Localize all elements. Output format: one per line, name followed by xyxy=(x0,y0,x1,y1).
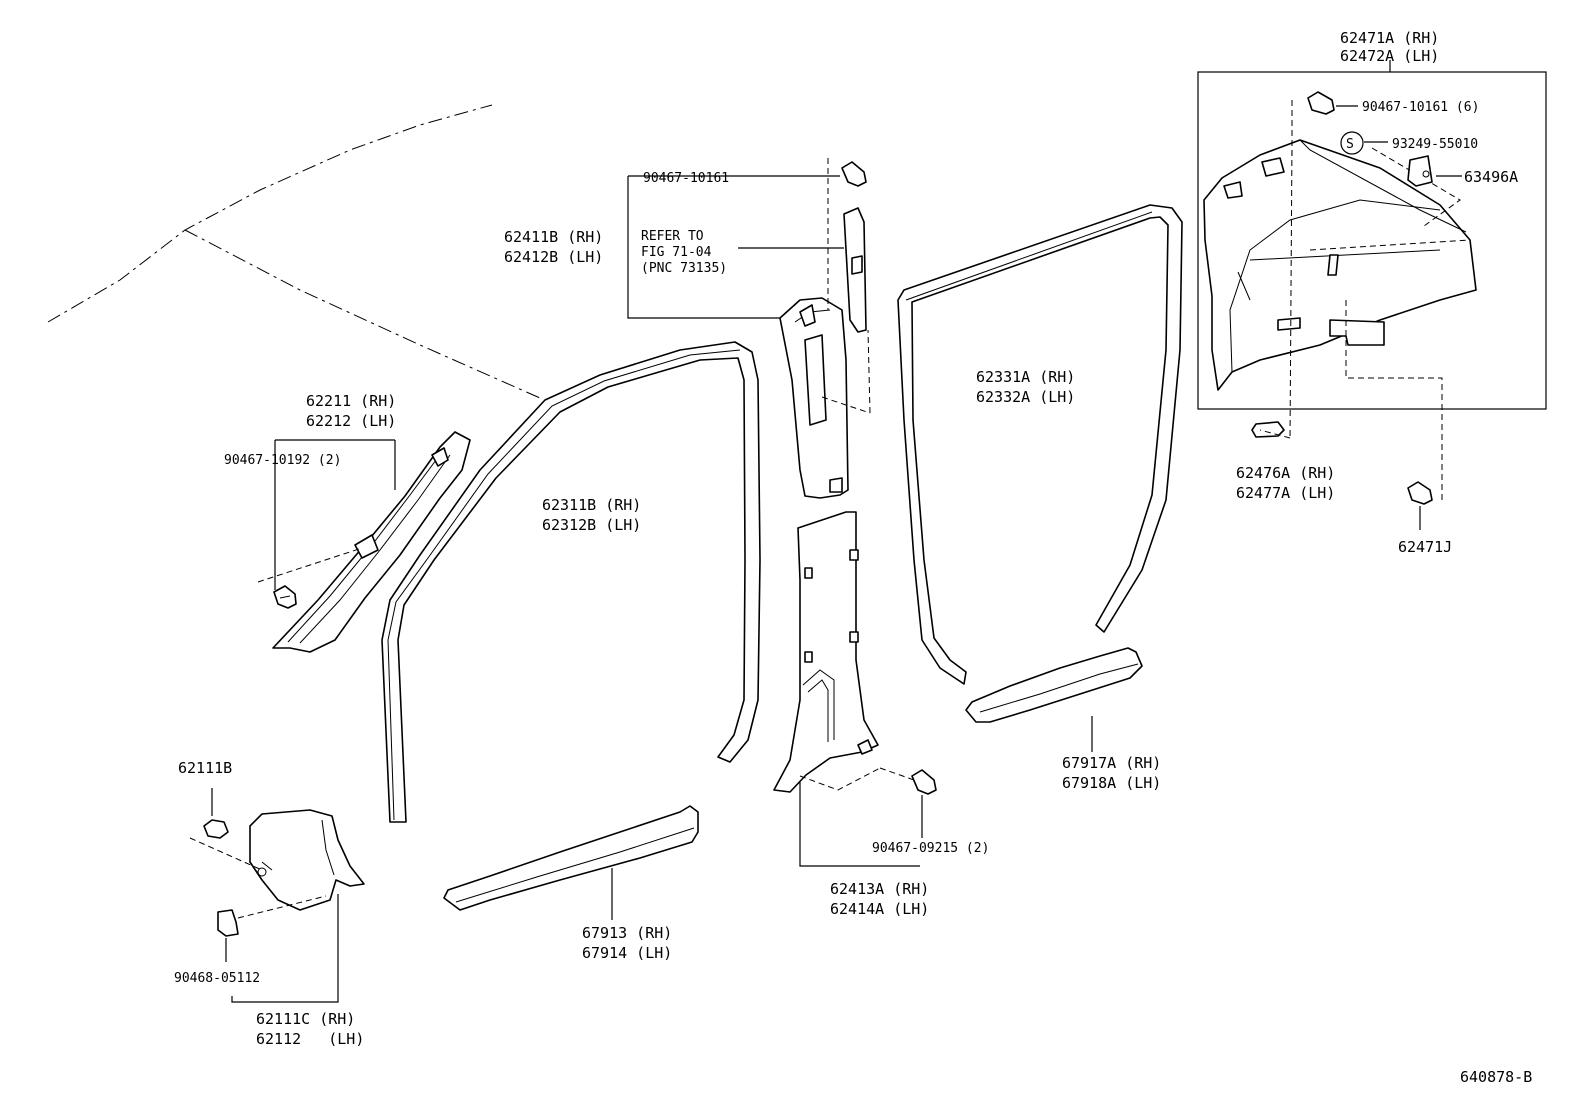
label-90468-05112: 90468-05112 xyxy=(174,971,260,986)
clip-90467-09215 xyxy=(911,769,937,838)
clip-90467-10192 xyxy=(257,439,396,609)
label-62111B: 62111B xyxy=(178,759,232,777)
clip-90468-05112 xyxy=(217,894,339,1003)
label-67917A-rh: 67917A (RH) xyxy=(1062,754,1161,772)
label-62211-rh: 62211 (RH) xyxy=(306,392,396,410)
label-67913-rh: 67913 (RH) xyxy=(582,924,672,942)
label-93249-55010: 93249-55010 xyxy=(1392,137,1478,152)
roof-outline xyxy=(47,104,541,399)
label-62472A-lh: 62472A (LH) xyxy=(1340,47,1439,65)
label-67914-lh: 67914 (LH) xyxy=(582,944,672,962)
label-62412B-lh: 62412B (LH) xyxy=(504,248,603,266)
bracket-63496A xyxy=(1407,155,1462,187)
label-63496A: 63496A xyxy=(1464,168,1518,186)
label-62471J: 62471J xyxy=(1398,538,1452,556)
clip-62111B xyxy=(189,788,263,871)
quarter-trim-detail-box xyxy=(1197,60,1547,500)
label-62111C-rh: 62111C (RH) xyxy=(256,1010,355,1028)
label-62471A-rh: 62471A (RH) xyxy=(1340,29,1439,47)
front-scuff-plate xyxy=(443,805,699,920)
a-pillar-garnish xyxy=(272,431,471,653)
label-90467-10192-2: 90467-10192 (2) xyxy=(224,453,341,468)
label-62331A-rh: 62331A (RH) xyxy=(976,368,1075,386)
clip-62476A xyxy=(1251,421,1291,439)
label-62414A-lh: 62414A (LH) xyxy=(830,900,929,918)
label-62311B-rh: 62311B (RH) xyxy=(542,496,641,514)
clip-62471J xyxy=(1407,481,1433,530)
drawing-number: 640878-B xyxy=(1460,1068,1532,1086)
label-67918A-lh: 67918A (LH) xyxy=(1062,774,1161,792)
label-90467-10161: 90467-10161 xyxy=(643,171,729,186)
label-62312B-lh: 62312B (LH) xyxy=(542,516,641,534)
clip-90467-10161 xyxy=(627,161,867,319)
label-s-mark: S xyxy=(1346,137,1354,152)
clip-90467-10161-6 xyxy=(1307,91,1358,115)
label-62212-lh: 62212 (LH) xyxy=(306,412,396,430)
front-kick-panel xyxy=(249,809,365,911)
label-62476A-rh: 62476A (RH) xyxy=(1236,464,1335,482)
label-62411B-rh: 62411B (RH) xyxy=(504,228,603,246)
label-90467-10161-6: 90467-10161 (6) xyxy=(1362,100,1479,115)
label-62413A-rh: 62413A (RH) xyxy=(830,880,929,898)
seal-mark xyxy=(1340,131,1388,155)
label-refer-to: REFER TO xyxy=(641,229,704,244)
rear-door-weatherstrip xyxy=(897,204,1183,685)
b-pillar-upper-garnish xyxy=(779,158,871,499)
label-62332A-lh: 62332A (LH) xyxy=(976,388,1075,406)
label-62477A-lh: 62477A (LH) xyxy=(1236,484,1335,502)
rear-scuff-plate xyxy=(965,647,1143,752)
label-refer-fig: FIG 71-04 xyxy=(641,245,712,260)
label-62112-lh: 62112 (LH) xyxy=(256,1030,364,1048)
b-pillar-lower-garnish xyxy=(773,511,920,867)
label-refer-pnc: (PNC 73135) xyxy=(641,261,727,276)
front-door-weatherstrip xyxy=(381,341,761,823)
label-90467-09215-2: 90467-09215 (2) xyxy=(872,841,989,856)
